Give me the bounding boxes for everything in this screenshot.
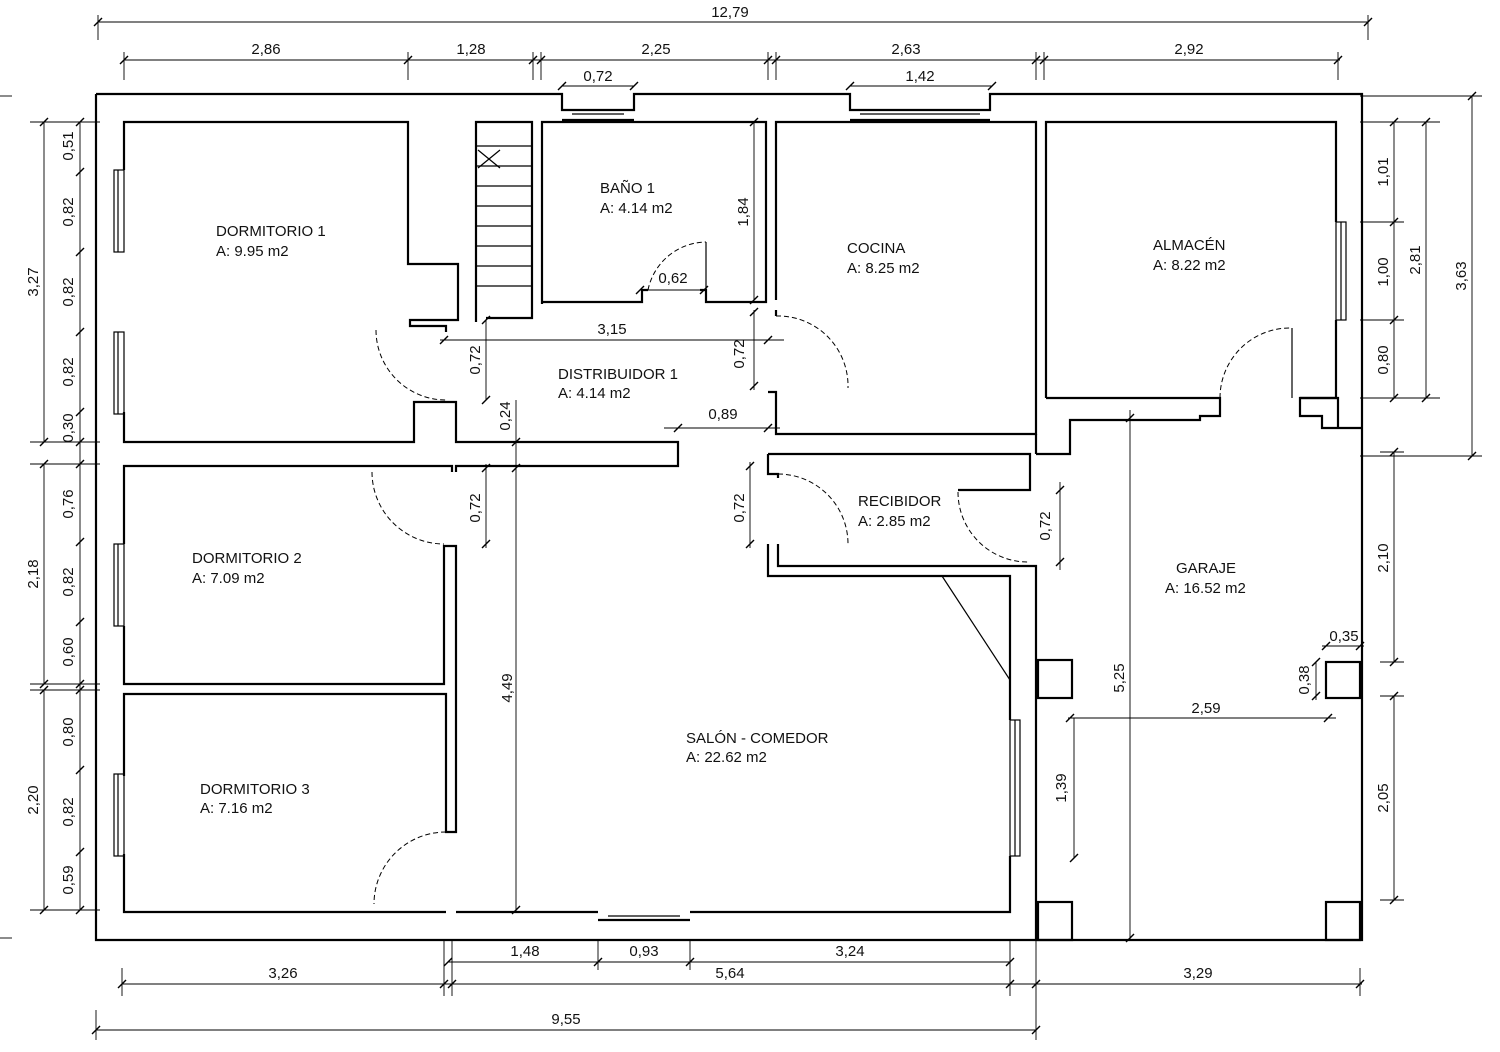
- dim-right-2: 1,00: [1375, 257, 1392, 286]
- room-area-dormitorio-1: A: 9.95 m2: [216, 243, 289, 260]
- dim-door-d2: 0,72: [467, 493, 484, 522]
- dimension-labels: 12,79 2,86 1,28 2,25 2,63 2,92 0,72 1,42…: [25, 4, 1470, 1028]
- room-name-dormitorio-3: DORMITORIO 3: [200, 781, 310, 798]
- dim-top-e: 2,92: [1174, 41, 1203, 58]
- dim-top-d: 2,63: [891, 41, 920, 58]
- dim-bot-b: 0,93: [629, 943, 658, 960]
- dim-dist-h1: 0,72: [467, 345, 484, 374]
- dim-bano-height: 1,84: [735, 197, 752, 226]
- dim-left-8: 0,60: [60, 637, 77, 666]
- dim-left-3: 0,82: [60, 277, 77, 306]
- dim-bot-f: 3,29: [1183, 965, 1212, 982]
- dim-left-1: 0,51: [60, 131, 77, 160]
- room-area-salon-comedor: A: 22.62 m2: [686, 749, 767, 766]
- windows: [113, 113, 1347, 917]
- dim-garaje-height: 5,25: [1111, 663, 1128, 692]
- dim-salon-height: 4,49: [499, 673, 516, 702]
- dim-bot-total: 9,55: [551, 1011, 580, 1028]
- dim-garaje-width: 2,59: [1191, 700, 1220, 717]
- dim-top-c: 2,25: [641, 41, 670, 58]
- room-name-dormitorio-1: DORMITORIO 1: [216, 223, 326, 240]
- dim-door-rec-right: 0,72: [1037, 511, 1054, 540]
- dim-bot-a: 1,48: [510, 943, 539, 960]
- dim-right-total-b: 3,63: [1453, 261, 1470, 290]
- dim-left-10: 0,82: [60, 797, 77, 826]
- dim-right-3: 0,80: [1375, 345, 1392, 374]
- dim-left-5: 0,30: [60, 413, 77, 442]
- room-name-salon-comedor: SALÓN - COMEDOR: [686, 730, 829, 747]
- dim-left-6: 0,76: [60, 489, 77, 518]
- dim-left-2: 0,82: [60, 197, 77, 226]
- dim-dist-width: 3,15: [597, 321, 626, 338]
- dim-right-1: 1,01: [1375, 157, 1392, 186]
- room-name-dormitorio-2: DORMITORIO 2: [192, 550, 302, 567]
- room-name-recibidor: RECIBIDOR: [858, 493, 942, 510]
- room-name-bano-1: BAÑO 1: [600, 180, 655, 197]
- doors: [371, 241, 1293, 905]
- dim-pillar-height: 0,38: [1296, 665, 1313, 694]
- dim-window-cocina: 1,42: [905, 68, 934, 85]
- room-name-almacen: ALMACÉN: [1153, 237, 1226, 254]
- dim-bano-door: 0,62: [658, 270, 687, 287]
- dim-top-total: 12,79: [711, 4, 749, 21]
- room-area-recibidor: A: 2.85 m2: [858, 513, 931, 530]
- dim-left-4: 0,82: [60, 357, 77, 386]
- dim-left-11: 0,59: [60, 865, 77, 894]
- dim-pillar-width: 0,35: [1329, 628, 1358, 645]
- room-name-distribuidor-1: DISTRIBUIDOR 1: [558, 366, 678, 383]
- room-name-garaje: GARAJE: [1176, 560, 1236, 577]
- dim-garaje-opening: 1,39: [1053, 773, 1070, 802]
- dim-left-b: 2,18: [25, 559, 42, 588]
- dim-top-b: 1,28: [456, 41, 485, 58]
- dim-bot-c: 3,24: [835, 943, 864, 960]
- dim-right-total-a: 2,81: [1407, 245, 1424, 274]
- dim-right-5: 2,05: [1375, 783, 1392, 812]
- dim-left-a: 3,27: [25, 267, 42, 296]
- room-area-dormitorio-2: A: 7.09 m2: [192, 570, 265, 587]
- room-area-garaje: A: 16.52 m2: [1165, 580, 1246, 597]
- dim-bot-d: 3,26: [268, 965, 297, 982]
- dimension-lines: [0, 15, 1482, 1040]
- dim-left-9: 0,80: [60, 717, 77, 746]
- room-area-dormitorio-3: A: 7.16 m2: [200, 800, 273, 817]
- dim-dist-h2: 0,72: [731, 339, 748, 368]
- dim-bot-e: 5,64: [715, 965, 744, 982]
- dim-door-rec-left: 0,72: [731, 493, 748, 522]
- room-area-distribuidor-1: A: 4.14 m2: [558, 385, 631, 402]
- room-area-almacen: A: 8.22 m2: [1153, 257, 1226, 274]
- room-name-cocina: COCINA: [847, 240, 905, 257]
- dim-window-bano: 0,72: [583, 68, 612, 85]
- dim-right-4: 2,10: [1375, 543, 1392, 572]
- room-labels: DORMITORIO 1 A: 9.95 m2 BAÑO 1 A: 4.14 m…: [192, 180, 1246, 817]
- walls: [94, 92, 1364, 942]
- dim-top-a: 2,86: [251, 41, 280, 58]
- dim-dist-d: 0,24: [497, 401, 514, 430]
- dim-left-7: 0,82: [60, 567, 77, 596]
- dim-left-c: 2,20: [25, 785, 42, 814]
- dim-dist-e: 0,89: [708, 406, 737, 423]
- room-area-bano-1: A: 4.14 m2: [600, 200, 673, 217]
- room-area-cocina: A: 8.25 m2: [847, 260, 920, 277]
